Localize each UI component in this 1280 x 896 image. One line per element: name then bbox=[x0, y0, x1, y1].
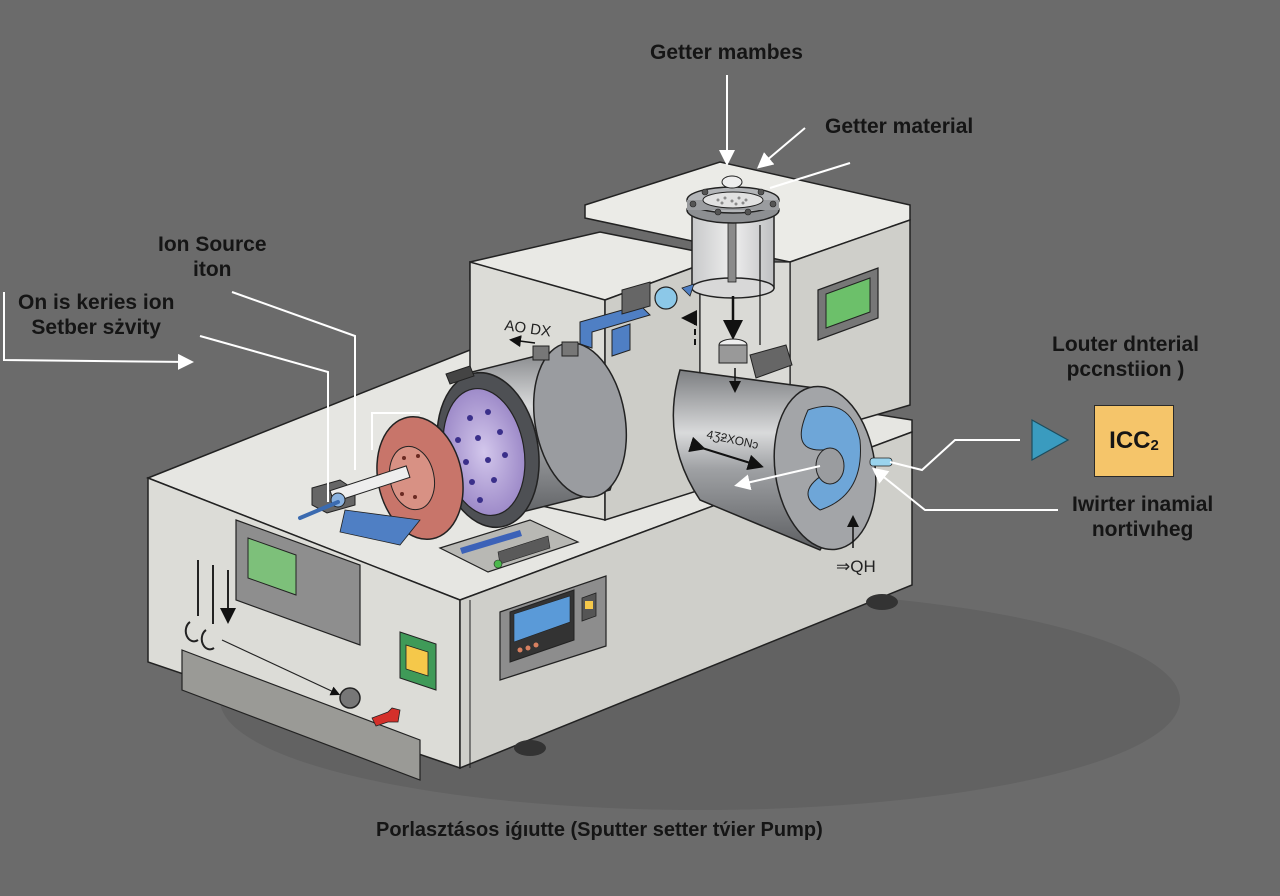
marking-ao-dx: AO DX bbox=[503, 317, 552, 340]
indicator-light-yellow bbox=[399, 631, 437, 691]
label-getter-mambes: Getter mambes bbox=[650, 41, 803, 64]
red-valve-knob[interactable] bbox=[371, 707, 401, 727]
flow-arrow bbox=[681, 310, 697, 345]
leader-disk bbox=[371, 412, 420, 450]
label-iwirter-line1: Iwirter inamial bbox=[1072, 493, 1214, 516]
mounting-bracket bbox=[579, 281, 695, 357]
leader-lines bbox=[3, 75, 1058, 511]
left-front-panel bbox=[235, 519, 361, 646]
front-display-panel bbox=[499, 575, 607, 681]
output-box-main: ICC bbox=[1109, 427, 1151, 454]
leader-ion-source bbox=[231, 291, 356, 470]
leader-iwirter bbox=[871, 467, 1058, 511]
label-getter-material: Getter material bbox=[825, 115, 974, 138]
leader-louter bbox=[889, 439, 1020, 472]
leader-right-cyl bbox=[734, 465, 821, 491]
getter-canister bbox=[686, 175, 780, 299]
foot bbox=[866, 594, 898, 610]
label-ion-source-line2: iton bbox=[193, 258, 232, 282]
label-on-is-keries-line1: On is keries ion bbox=[18, 291, 175, 314]
status-screen-right bbox=[817, 267, 879, 341]
leader-getter-material bbox=[756, 127, 806, 169]
output-box-subscript: 2 bbox=[1150, 436, 1159, 454]
round-port[interactable] bbox=[339, 687, 361, 709]
leader-getter-material-2 bbox=[769, 162, 851, 189]
flow-arrow bbox=[509, 335, 536, 348]
label-ion-source-line1: Ion Source bbox=[158, 233, 267, 256]
label-louter-dnterial: Louter dnterial pccnstiion ) bbox=[1052, 332, 1199, 382]
label-louter-line1: Louter dnterial bbox=[1052, 333, 1200, 356]
getter-material-mesh bbox=[716, 196, 748, 206]
marking-qh: ⇒QH bbox=[836, 557, 876, 576]
leader-left-arrow bbox=[3, 292, 194, 370]
pump-cylinder-right bbox=[672, 338, 893, 551]
output-triangle-icon bbox=[1031, 418, 1070, 462]
foot bbox=[514, 740, 546, 756]
connector-ports bbox=[184, 560, 341, 696]
diagram-caption: Porlasztásos iǵıutte (Sputter setter tv́… bbox=[376, 819, 823, 841]
label-louter-line2: pccnstiion ) bbox=[1066, 358, 1185, 382]
plasma-ions bbox=[455, 409, 508, 503]
label-iwirter-inamial: Iwirter inamial nortivıheg bbox=[1072, 492, 1213, 542]
label-on-is-keries-line2: Setber sżvity bbox=[31, 316, 161, 340]
label-ion-source: Ion Source iton bbox=[158, 232, 267, 282]
copper-disk bbox=[376, 415, 464, 541]
top-control-panel bbox=[438, 519, 580, 573]
label-iwirter-line2: nortivıheg bbox=[1091, 518, 1194, 542]
ion-source-assembly bbox=[298, 465, 421, 546]
label-on-is-keries: On is keries ion Setber sżvity bbox=[18, 290, 174, 340]
leader-on-is-keries bbox=[199, 335, 329, 502]
